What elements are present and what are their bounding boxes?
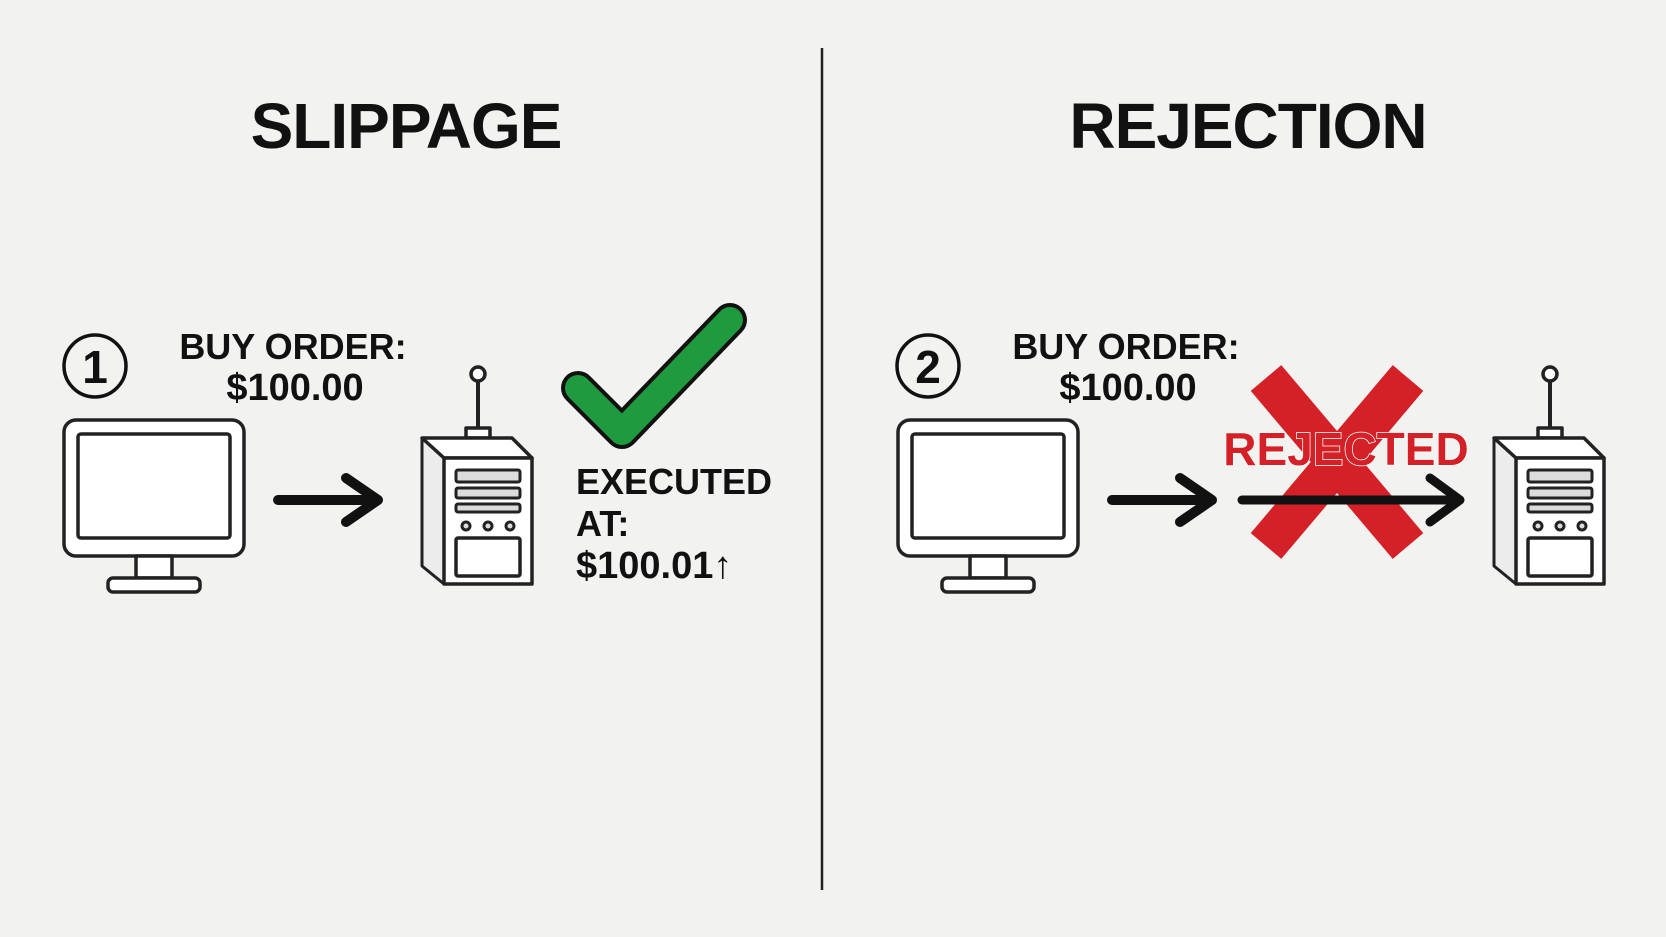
slippage-panel: SLIPPAGE 1 BUY ORDER: $100.00 EXECUTED A… xyxy=(62,90,772,594)
computer-monitor-icon xyxy=(62,418,246,594)
step-number-1: 1 xyxy=(62,333,128,399)
computer-monitor-icon xyxy=(896,418,1080,594)
server-icon xyxy=(420,365,534,586)
panel-title-slippage: SLIPPAGE xyxy=(251,90,562,162)
step-number-label: 2 xyxy=(915,341,941,393)
arrow-icon xyxy=(1107,473,1217,527)
blocked-arrow-icon xyxy=(1237,473,1465,527)
order-label: BUY ORDER: xyxy=(1012,326,1239,367)
executed-price: $100.01↑ xyxy=(576,545,732,587)
result-status-line1: EXECUTED xyxy=(576,461,772,502)
panel-title-rejection: REJECTION xyxy=(1069,90,1426,162)
server-icon xyxy=(1492,365,1606,586)
rejected-label: REJECTED xyxy=(1223,423,1468,475)
result-status-line2: AT: xyxy=(576,503,629,544)
step-number-2: 2 xyxy=(895,333,961,399)
x-icon xyxy=(1250,365,1424,559)
step-number-label: 1 xyxy=(82,341,108,393)
check-icon xyxy=(561,303,747,449)
order-label: BUY ORDER: xyxy=(179,326,406,367)
arrow-icon xyxy=(273,473,383,527)
order-price: $100.00 xyxy=(1059,367,1196,409)
rejection-panel: REJECTION 2 BUY ORDER: $100.00 REJECTED xyxy=(895,90,1606,594)
order-price: $100.00 xyxy=(226,367,363,409)
